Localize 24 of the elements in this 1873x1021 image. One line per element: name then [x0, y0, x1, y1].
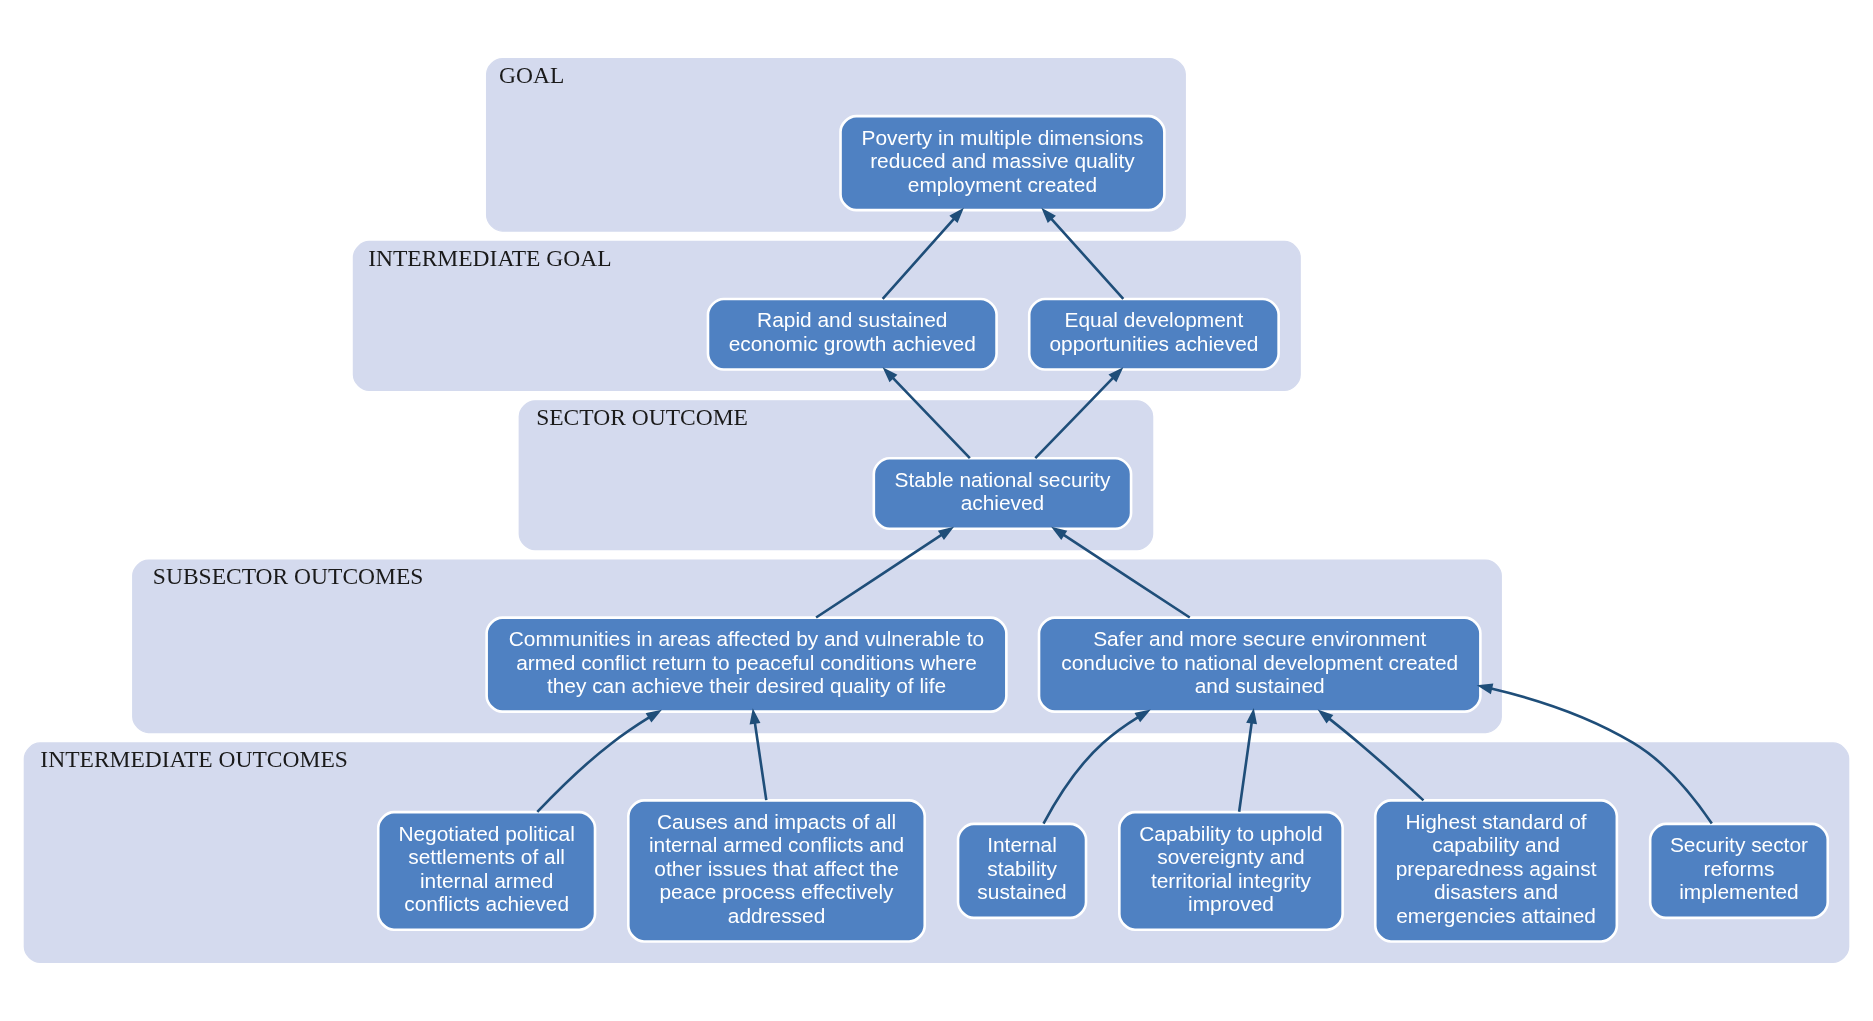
node-box: Rapid and sustained economic growth achieved	[706, 297, 998, 371]
node-box: Communities in areas affected by and vulnerable to armed conflict return to peaceful conditions where they can achieve their desired quality of life	[485, 616, 1008, 713]
node-box: Causes and impacts of all internal armed conflicts and other issues that affect the peace process effectively addressed	[627, 799, 927, 943]
node-box: Safer and more secure environment conducive to national development created and sustained	[1037, 616, 1482, 713]
arrow	[1476, 683, 1713, 825]
arrow	[1041, 207, 1125, 300]
arrow	[1042, 709, 1151, 825]
arrow	[815, 526, 955, 619]
arrow	[536, 709, 662, 813]
node-box: Security sector reforms implemented	[1648, 822, 1830, 920]
arrow	[1237, 708, 1258, 812]
arrow	[749, 708, 768, 801]
arrow	[882, 367, 971, 460]
arrow	[1034, 367, 1124, 460]
arrow	[1051, 526, 1191, 619]
node-box: Capability to uphold sovereignty and territorial integrity improved	[1118, 810, 1344, 931]
node-box: Poverty in multiple dimensions reduced and massive quality employment created	[839, 114, 1166, 212]
node-box: Stable national security achieved	[872, 456, 1133, 531]
node-box: Equal development opportunities achieved	[1027, 297, 1280, 371]
arrow	[881, 207, 964, 300]
node-box: Highest standard of capability and preparedness against disasters and emergencies attained	[1373, 799, 1619, 943]
arrow	[1317, 709, 1425, 802]
node-box: Negotiated political settlements of all internal armed conflicts achieved	[376, 810, 597, 931]
node-box: Internal stability sustained	[956, 822, 1088, 920]
